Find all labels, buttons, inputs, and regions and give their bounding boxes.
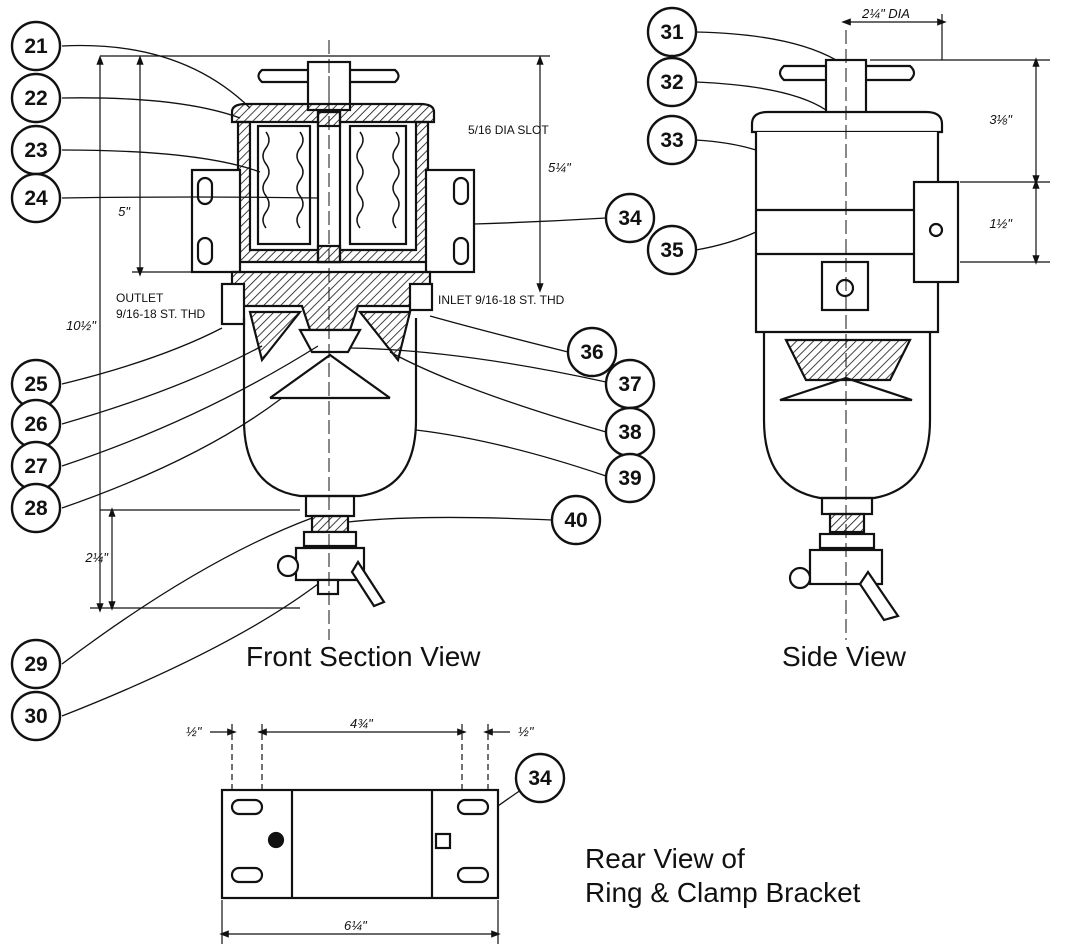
dim-rear-half-right: ½" bbox=[518, 724, 535, 739]
dim-rear-half-left: ½" bbox=[186, 724, 203, 739]
callout-31-label: 31 bbox=[660, 21, 684, 44]
side-view-caption: Side View bbox=[782, 641, 907, 672]
callout-39: 39 bbox=[604, 452, 656, 504]
callout-25-label: 25 bbox=[24, 373, 48, 396]
leader-lines bbox=[61, 31, 837, 807]
callout-25: 25 bbox=[10, 358, 62, 410]
callout-36-label: 36 bbox=[580, 341, 603, 364]
front-section-view-caption: Front Section View bbox=[246, 641, 481, 672]
callout-38: 38 bbox=[604, 406, 656, 458]
callout-24-label: 24 bbox=[24, 187, 48, 210]
front-section-view bbox=[190, 40, 476, 640]
rear-view-caption-line-2: Ring & Clamp Bracket bbox=[585, 876, 861, 908]
callout-34-rear-label: 34 bbox=[528, 767, 552, 790]
callout-26-label: 26 bbox=[24, 413, 47, 436]
callout-28-label: 28 bbox=[24, 497, 48, 520]
callout-28: 28 bbox=[10, 482, 62, 534]
callout-21: 21 bbox=[10, 20, 62, 72]
dim-5: 5" bbox=[118, 204, 131, 219]
callout-38-label: 38 bbox=[618, 421, 642, 444]
callout-29-label: 29 bbox=[24, 653, 47, 676]
callout-31: 31 bbox=[646, 6, 698, 58]
callout-27: 27 bbox=[10, 440, 62, 492]
callout-34-rear: 34 bbox=[514, 752, 566, 804]
callout-27-label: 27 bbox=[24, 455, 47, 478]
callout-34: 34 bbox=[604, 192, 656, 244]
rear-view-caption-line-1: Rear View of bbox=[585, 843, 745, 874]
dim-2-1-4-front: 2¼" bbox=[84, 550, 109, 565]
dim-2-1-4-dia: 2¼" DIA bbox=[861, 6, 910, 21]
callout-35: 35 bbox=[646, 224, 698, 276]
callout-22: 22 bbox=[10, 72, 62, 124]
callout-33-label: 33 bbox=[660, 129, 683, 152]
callout-34-label: 34 bbox=[618, 207, 642, 230]
side-dimension-lines bbox=[841, 14, 1050, 265]
callout-32-label: 32 bbox=[660, 71, 683, 94]
rear-view bbox=[220, 788, 500, 900]
callout-37: 37 bbox=[604, 358, 656, 410]
inlet-note: INLET 9/16-18 ST. THD bbox=[438, 293, 565, 307]
callout-33: 33 bbox=[646, 114, 698, 166]
dimension-labels: 5" 5¼" 10½" 2¼" 5/16 DIA SLOT OUTLET 9/1… bbox=[66, 6, 1013, 933]
callout-36: 36 bbox=[566, 326, 618, 378]
callout-24: 24 bbox=[10, 172, 62, 224]
callout-40: 40 bbox=[550, 494, 602, 546]
dim-3-1-8: 3⅛" bbox=[989, 112, 1013, 127]
dim-1-1-2: 1½" bbox=[989, 216, 1013, 231]
callout-bubbles: 21 22 23 24 25 26 27 28 29 30 31 32 33 3… bbox=[10, 6, 698, 804]
callout-37-label: 37 bbox=[618, 373, 641, 396]
dim-rear-6-1-4: 6¼" bbox=[344, 918, 368, 933]
front-dimension-lines bbox=[90, 55, 550, 613]
callout-23: 23 bbox=[10, 124, 62, 176]
callout-30: 30 bbox=[10, 690, 62, 742]
callout-29: 29 bbox=[10, 638, 62, 690]
outlet-note-1: OUTLET bbox=[116, 291, 164, 305]
slot-note: 5/16 DIA SLOT bbox=[468, 123, 549, 137]
rear-view-caption: Rear View of Ring & Clamp Bracket bbox=[585, 842, 860, 909]
callout-21-label: 21 bbox=[24, 35, 48, 58]
dim-5-1-4: 5¼" bbox=[548, 160, 572, 175]
rear-dimension-lines bbox=[210, 724, 510, 944]
callout-32: 32 bbox=[646, 56, 698, 108]
callout-35-label: 35 bbox=[660, 239, 684, 262]
callout-39-label: 39 bbox=[618, 467, 641, 490]
outlet-note-2: 9/16-18 ST. THD bbox=[116, 307, 205, 321]
callout-23-label: 23 bbox=[24, 139, 47, 162]
side-view bbox=[750, 30, 960, 640]
dim-rear-4-3-4: 4¾" bbox=[350, 716, 374, 731]
callout-30-label: 30 bbox=[24, 705, 47, 728]
dim-10-1-2: 10½" bbox=[66, 318, 97, 333]
callout-26: 26 bbox=[10, 398, 62, 450]
callout-40-label: 40 bbox=[564, 509, 587, 532]
callout-22-label: 22 bbox=[24, 87, 47, 110]
